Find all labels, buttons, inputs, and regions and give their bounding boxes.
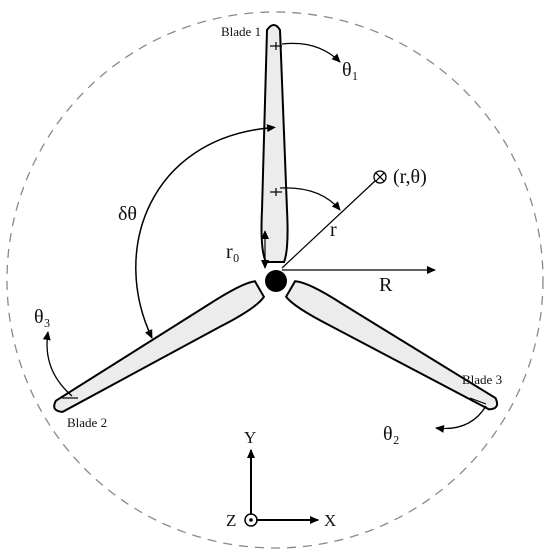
point-marker-icon bbox=[373, 170, 387, 184]
axis-z-label: Z bbox=[226, 511, 236, 530]
theta-1-label: θ₁ bbox=[342, 59, 359, 81]
delta-theta-arc bbox=[135, 124, 276, 339]
delta-theta-label: δθ bbox=[118, 203, 137, 225]
rotor-hub bbox=[265, 270, 287, 292]
coordinate-axes bbox=[244, 449, 319, 527]
R-label: R bbox=[379, 274, 393, 296]
theta-3-label: θ₃ bbox=[34, 306, 51, 328]
blade-1-label: Blade 1 bbox=[221, 24, 261, 39]
axis-x-label: X bbox=[324, 511, 336, 530]
blade-2 bbox=[53, 280, 266, 413]
theta-2-pitch-arrow bbox=[435, 405, 487, 433]
blade-3-label: Blade 3 bbox=[462, 372, 502, 387]
blade-3 bbox=[284, 280, 499, 411]
r-label: r bbox=[330, 219, 337, 241]
blade-1 bbox=[260, 24, 289, 263]
point-label: (r,θ) bbox=[393, 166, 427, 188]
theta-arc bbox=[279, 187, 341, 211]
r0-label: r₀ bbox=[226, 241, 240, 263]
blade-2-label: Blade 2 bbox=[67, 415, 107, 430]
theta-2-label: θ₂ bbox=[383, 423, 400, 445]
theta-1-pitch-arrow bbox=[281, 42, 341, 63]
theta-3-pitch-arrow bbox=[42, 331, 73, 397]
axis-y-label: Y bbox=[244, 428, 256, 447]
radius-line bbox=[281, 180, 376, 269]
rotor-swept-circle bbox=[6, 11, 544, 549]
blade-tip-ticks bbox=[62, 42, 487, 405]
